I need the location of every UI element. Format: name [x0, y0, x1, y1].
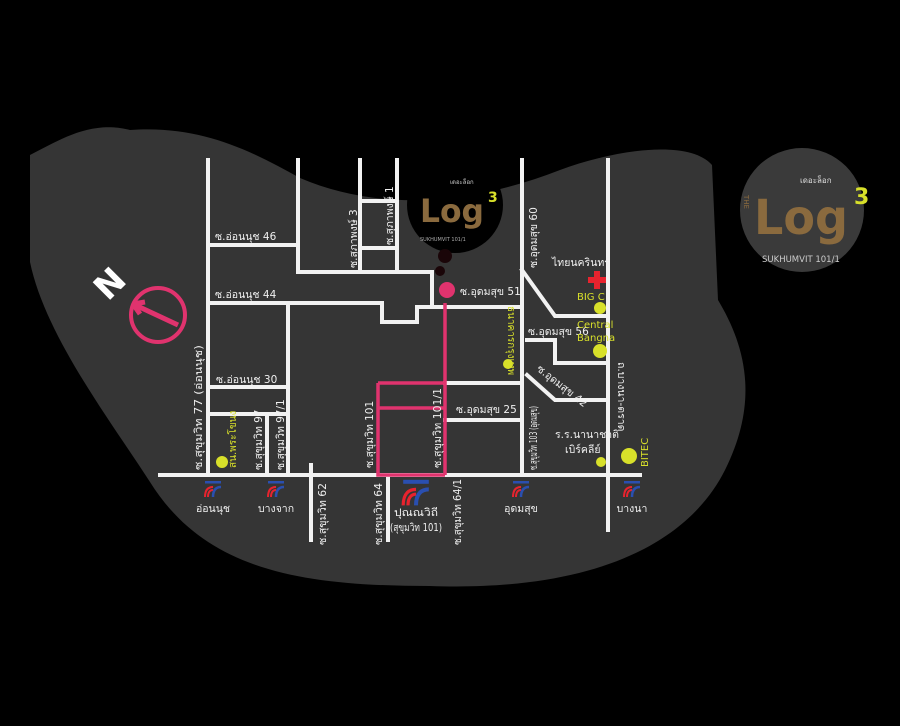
bts-logo-icon [623, 481, 641, 498]
road-label: ซ.สุขุมวิท 101/1 [432, 388, 444, 468]
road-label: ซ.อุดมสุข 60 [528, 207, 540, 268]
bts-station-subname: (สุขุมวิท 101) [390, 522, 442, 534]
bts-station-name: บางจาก [258, 503, 294, 515]
road-label: ซ.สุขุมวิท 101 [364, 401, 376, 468]
bigc-label: BIG C [577, 292, 605, 303]
logo-splat-right [740, 148, 864, 272]
road-label: ซ.สุขุมวิท 103 (อุดมสุข) [528, 406, 540, 470]
road-label: ซ.สุขุมวิท 97/1 [275, 399, 287, 470]
the-log-logo: Log 3 เดอะล็อก SUKHUMVIT 101/1 [420, 177, 498, 243]
bts-station[interactable]: อุดมสุข [504, 481, 538, 515]
road-label: ซ.อุดมสุข 56 [528, 326, 589, 338]
hospital-cross-icon [588, 271, 606, 289]
svg-text:เดอะล็อก: เดอะล็อก [450, 177, 474, 186]
road-label: ซ.สุขุมวิท 97 [253, 410, 265, 471]
dot [435, 266, 445, 276]
road-label: ซ.สุขุมวิท 77 (อ่อนนุช) [193, 345, 205, 470]
bts-logo-icon [512, 481, 530, 498]
school-label: เบิร์คลีย์ [565, 443, 601, 456]
bts-logo-icon [267, 481, 285, 498]
bts-station[interactable]: อ่อนนุช [196, 481, 230, 515]
svg-text:Log: Log [420, 192, 484, 230]
landmarks: สน.พระโขนง ธนาคารกรุงเทพ ไทยนครินทร์ BIG… [216, 256, 651, 468]
road-label: ซ.อ่อนนุช 44 [215, 289, 277, 301]
school-label: ร.ร.นานาชาติ [555, 429, 619, 441]
svg-text:3: 3 [488, 190, 498, 206]
bank-label: ธนาคารกรุงเทพ [505, 306, 516, 375]
logo-splat [407, 157, 503, 253]
roads [158, 158, 642, 542]
road-label: ซ.สุขุมวิท 64/1 [452, 479, 464, 545]
bts-station-name: บางนา [617, 503, 648, 515]
svg-text:SUKHUMVIT 101/1: SUKHUMVIT 101/1 [420, 237, 466, 243]
central-label: Central [577, 320, 613, 331]
central-label: Bangna [577, 333, 615, 344]
svg-text:3: 3 [854, 185, 869, 210]
road-label: ซ.อุดมสุข 25 [456, 404, 517, 416]
road-label: ซ.อ่อนนุช 30 [216, 374, 277, 386]
road-label: ซ.สุภาพงษ์ 3 [347, 209, 360, 268]
road-label: ซ.สุภาพงษ์ 1 [383, 186, 396, 245]
bts-logo-icon [204, 481, 222, 498]
police-station-label: สน.พระโขนง [226, 411, 239, 468]
bts-station-name: อ่อนนุช [196, 503, 230, 515]
bts-logo-icon [401, 479, 429, 506]
road-label: ซ.สุขุมวิท 62 [317, 483, 329, 545]
svg-text:เดอะล็อก: เดอะล็อก [800, 175, 832, 185]
bts-station[interactable]: ปุณณวิถี (สุขุมวิท 101) [390, 479, 442, 534]
bitec-label: BITEC [640, 438, 651, 467]
svg-text:SUKHUMVIT 101/1: SUKHUMVIT 101/1 [762, 255, 840, 265]
bts-station-name: ปุณณวิถี [394, 506, 438, 519]
bts-station-name: อุดมสุข [504, 503, 538, 515]
road-label: ซ.อุดมสุข 51 [460, 286, 521, 298]
dot [438, 249, 452, 263]
route [376, 303, 447, 477]
the-log-logo-large: THE Log 3 เดอะล็อก SUKHUMVIT 101/1 [742, 175, 869, 265]
road-label: ซ.อ่อนนุช 46 [215, 231, 277, 243]
bts-stations: อ่อนนุช บางจาก ปุณณวิถี (สุขุมวิท 101) อุ… [196, 479, 648, 534]
svg-text:THE: THE [742, 194, 750, 209]
road-label: ซ.สุขุมวิท 64 [373, 483, 385, 545]
bts-station[interactable]: บางนา [617, 481, 648, 515]
svg-text:Log: Log [754, 190, 848, 246]
hospital-label: ไทยนครินทร์ [551, 256, 610, 269]
location-marker [439, 282, 455, 298]
bts-station[interactable]: บางจาก [258, 481, 294, 515]
road-label: ถ.บางนา-ตราด [615, 362, 627, 431]
